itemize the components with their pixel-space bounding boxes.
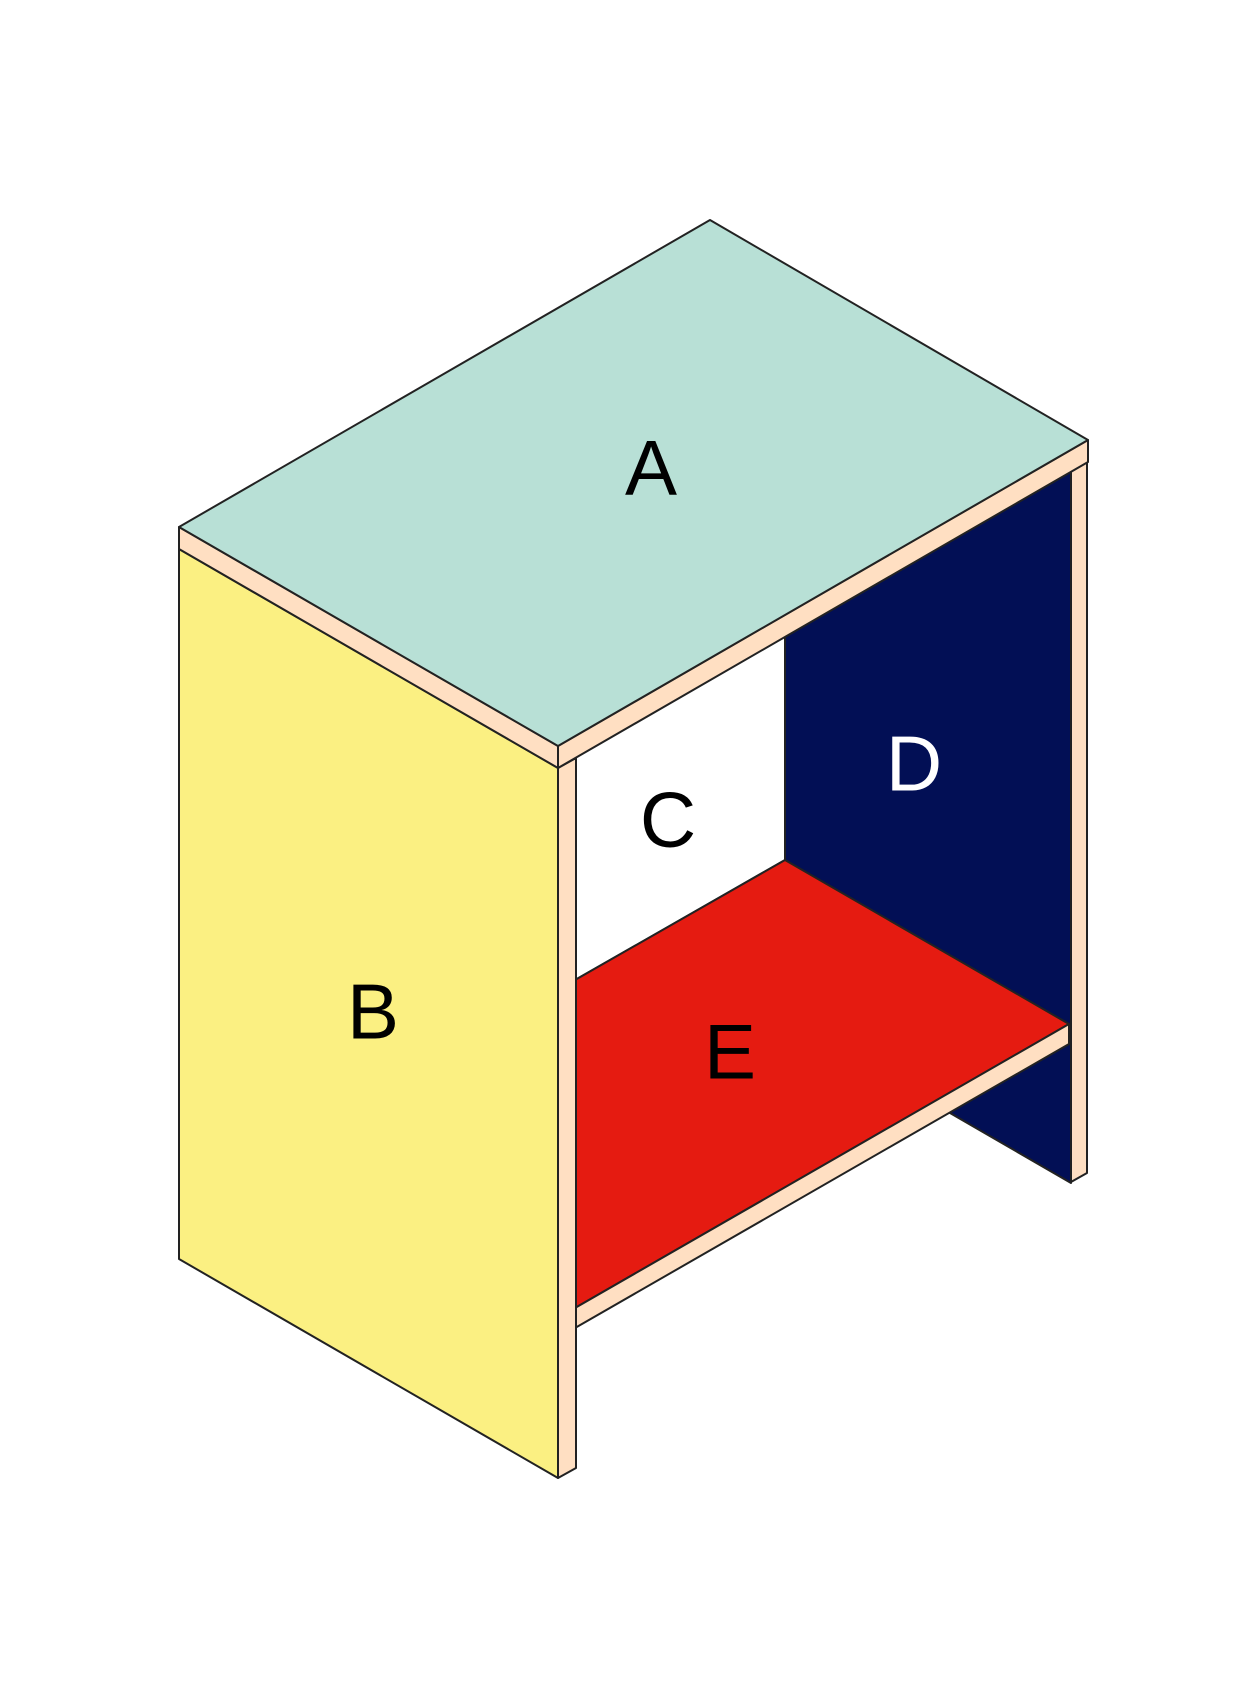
right-leg-edge — [1070, 451, 1088, 1183]
panel-a — [178, 219, 1089, 747]
label-e: E — [704, 1008, 756, 1096]
label-c: C — [640, 776, 696, 864]
label-d: D — [886, 720, 942, 808]
label-a: A — [625, 424, 677, 512]
label-b: B — [347, 968, 399, 1056]
side-front-edge — [557, 757, 577, 1479]
